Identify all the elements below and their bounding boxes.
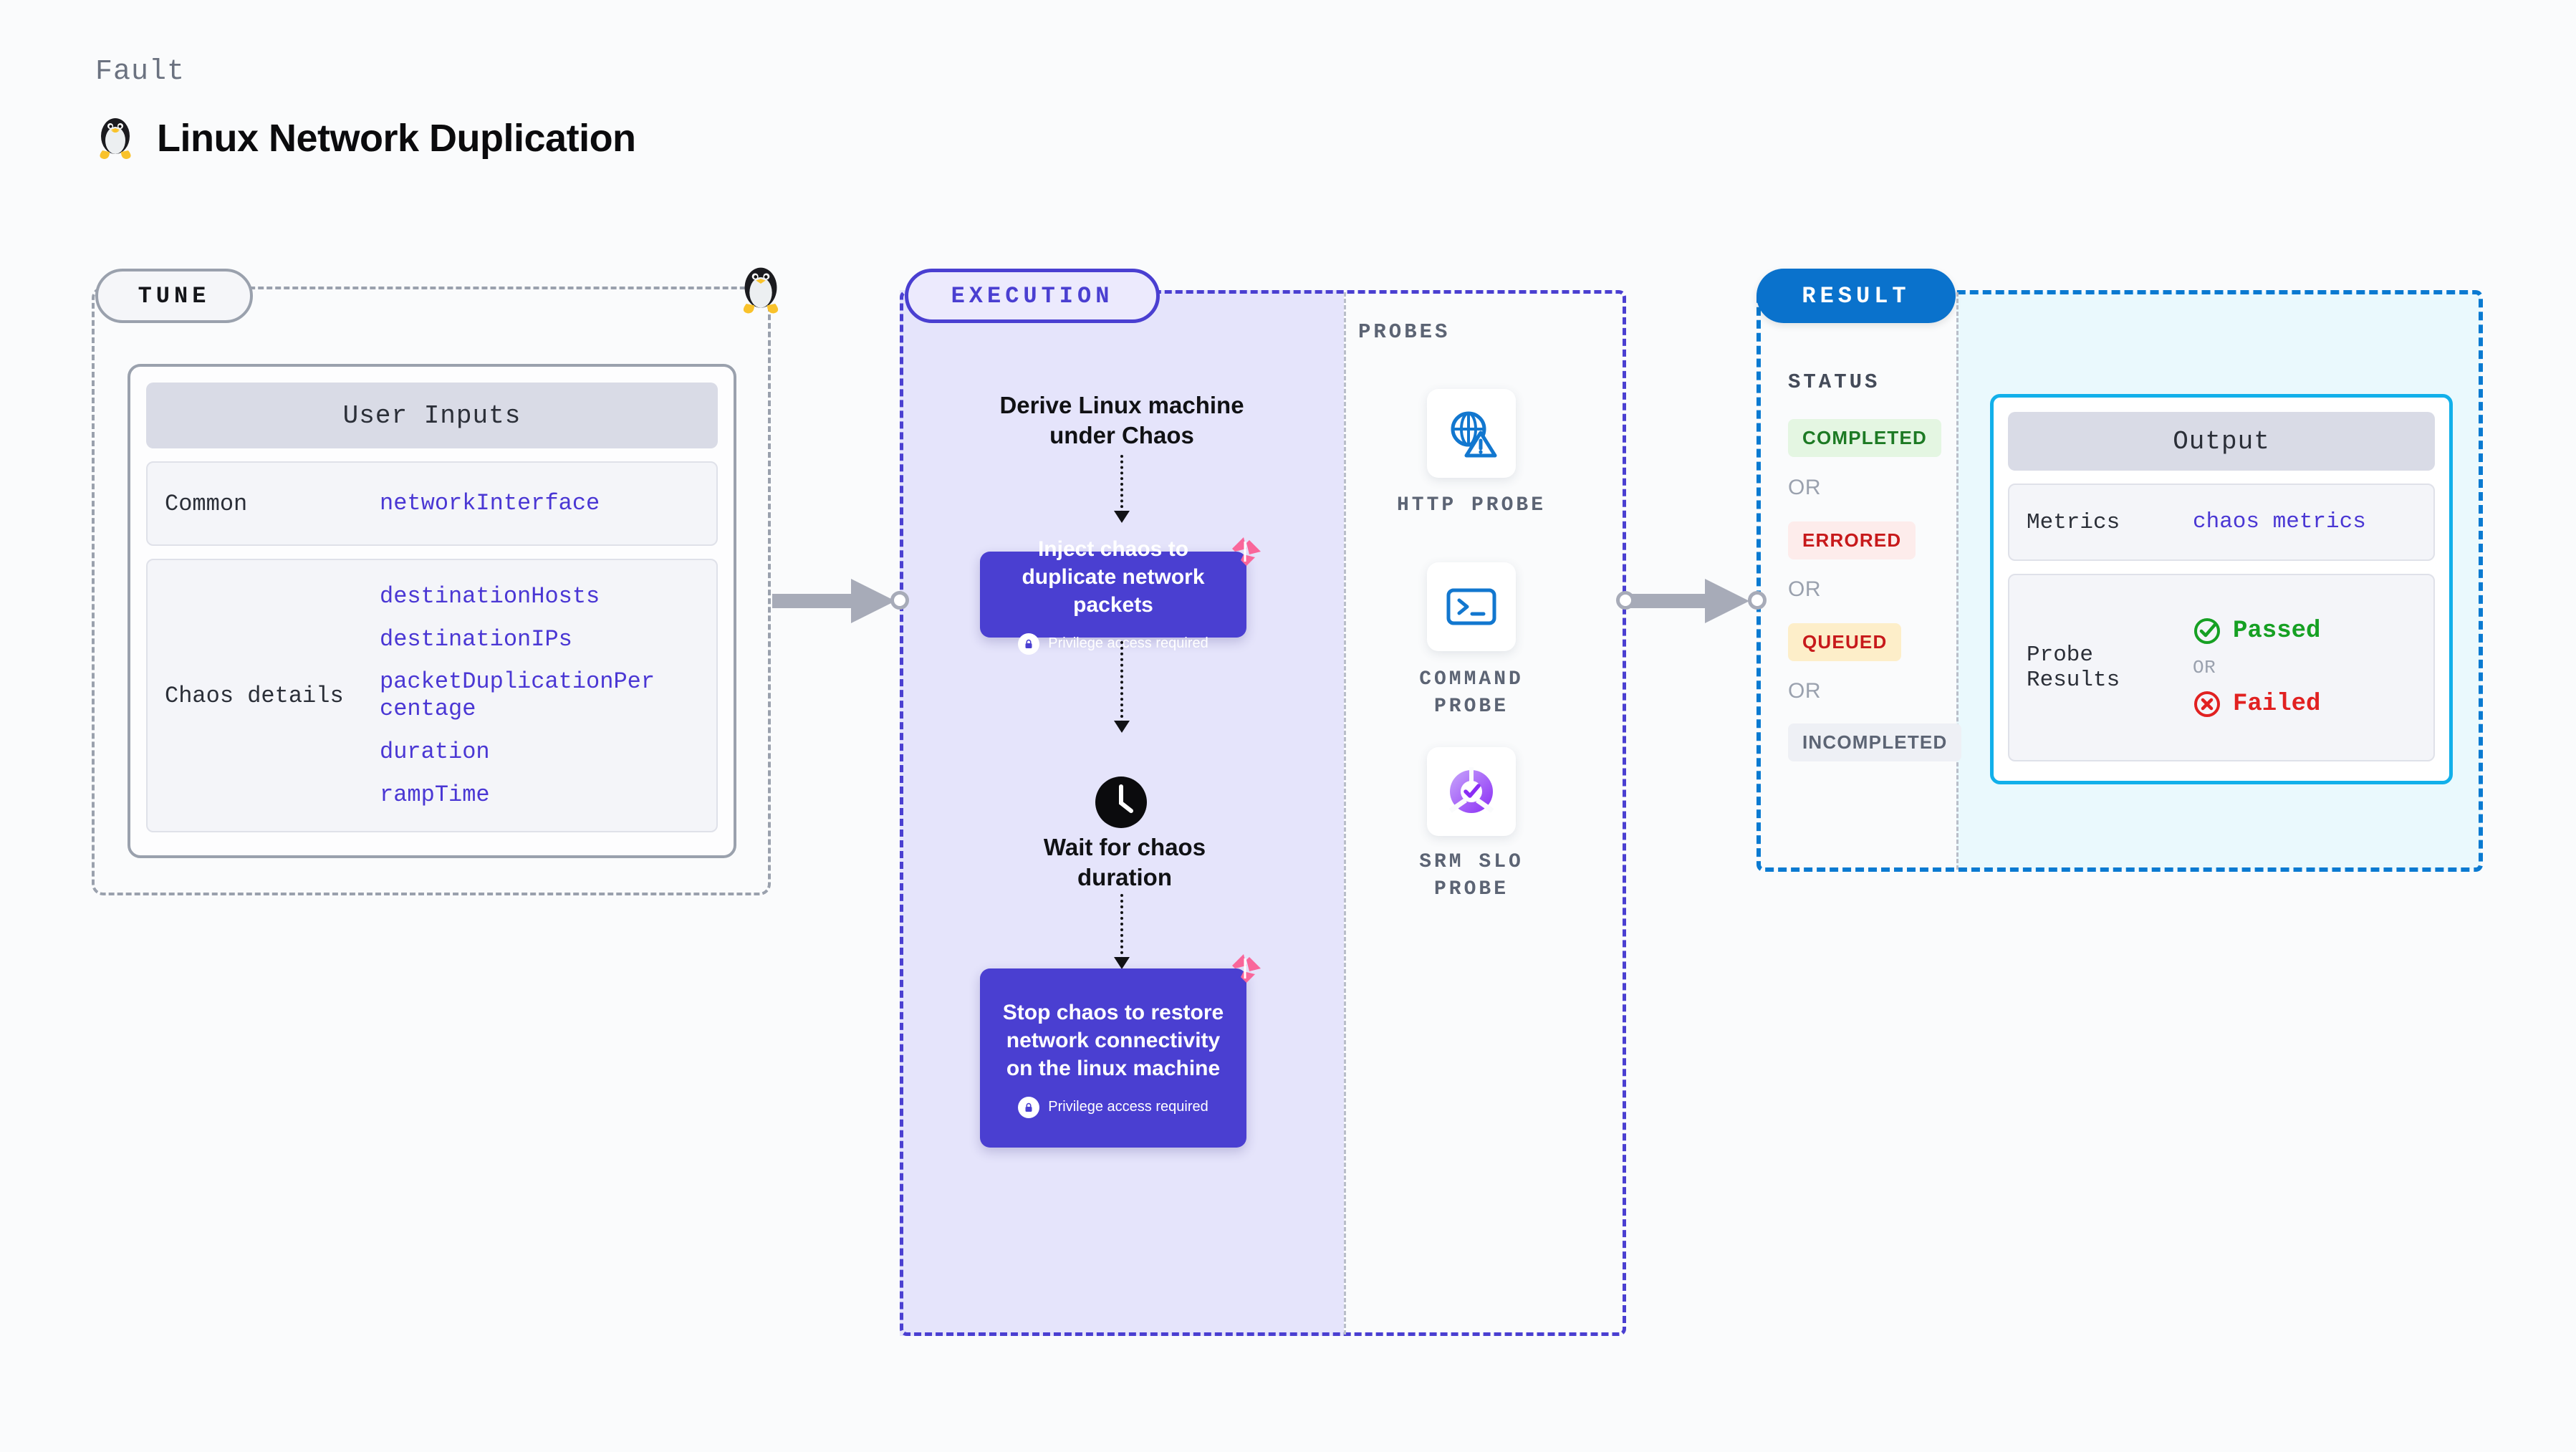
privilege-note: Privilege access required — [1018, 633, 1208, 655]
output-row-metrics: Metrics chaos metrics — [2008, 484, 2435, 561]
result-divider — [1956, 292, 1959, 870]
probe-result-passed: Passed — [2193, 617, 2320, 645]
result-region — [1756, 290, 2483, 872]
privilege-note: Privilege access required — [1018, 1096, 1208, 1118]
flow-connector-3 — [1120, 894, 1123, 960]
probe-label-srm-slo: SRM SLO PROBE — [1419, 851, 1524, 900]
param-networkInterface[interactable]: networkInterface — [380, 490, 600, 517]
clock-icon — [1094, 775, 1148, 830]
flow-connector-1 — [1120, 455, 1123, 514]
output-card: Output Metrics chaos metrics Probe Resul… — [1990, 394, 2453, 784]
tune-row-label: Common — [165, 490, 248, 517]
harness-logo-icon — [1228, 950, 1265, 987]
connector-node-result-in — [1748, 591, 1767, 610]
stop-chaos-label: Stop chaos to restore network connectivi… — [1002, 1000, 1224, 1080]
status-badge-queued: QUEUED — [1788, 623, 1902, 661]
tune-row-values: destinationHosts destinationIPs packetDu… — [380, 583, 666, 809]
inject-chaos-label: Inject chaos to duplicate network packet… — [1022, 537, 1205, 617]
status-label: STATUS — [1788, 370, 1880, 394]
probe-results-label: Probe Results — [2027, 643, 2120, 693]
page-title: Linux Network Duplication — [157, 117, 636, 160]
metrics-value[interactable]: chaos metrics — [2193, 509, 2366, 534]
or-separator: OR — [2193, 656, 2216, 678]
flow-arrowhead-2 — [1114, 721, 1130, 733]
privilege-note-text: Privilege access required — [1048, 635, 1208, 651]
tune-row-values: networkInterface — [380, 490, 600, 517]
probe-tile-http[interactable] — [1427, 389, 1516, 478]
lock-icon — [1018, 1096, 1040, 1118]
slo-donut-check-icon — [1444, 764, 1499, 819]
metrics-value-group: chaos metrics — [2193, 509, 2366, 536]
arrow-tune-to-execution — [772, 573, 901, 629]
tune-row-chaos-details: Chaos details destinationHosts destinati… — [146, 559, 718, 832]
linux-penguin-icon — [95, 115, 135, 162]
probe-label-http: HTTP PROBE — [1396, 494, 1547, 516]
probe-results-values: Passed OR Failed — [2193, 617, 2320, 719]
probe-tile-srm-slo[interactable] — [1427, 747, 1516, 836]
execution-badge: EXECUTION — [905, 269, 1160, 323]
privilege-note-text: Privilege access required — [1048, 1099, 1208, 1115]
param-destinationHosts[interactable]: destinationHosts — [380, 582, 600, 610]
tune-row-label: Chaos details — [165, 682, 344, 709]
passed-text: Passed — [2233, 617, 2321, 645]
or-separator: OR — [1788, 679, 1821, 703]
failed-text: Failed — [2233, 691, 2321, 718]
or-separator: OR — [1788, 476, 1821, 499]
probes-label: PROBES — [1358, 320, 1451, 344]
probe-tile-command[interactable] — [1427, 562, 1516, 651]
harness-logo-icon — [1228, 533, 1265, 570]
tune-row-common: Common networkInterface — [146, 461, 718, 546]
flow-connector-2 — [1120, 641, 1123, 723]
metrics-label: Metrics — [2027, 509, 2120, 535]
user-inputs-card: User Inputs Common networkInterface Chao… — [128, 364, 736, 858]
x-circle-icon — [2193, 690, 2221, 718]
terminal-icon — [1445, 585, 1498, 629]
status-badge-errored: ERRORED — [1788, 521, 1916, 559]
execution-inject-chaos-box[interactable]: Inject chaos to duplicate network packet… — [980, 537, 1261, 655]
tune-badge: TUNE — [95, 269, 253, 323]
status-badge-incompleted: INCOMPLETED — [1788, 723, 1962, 761]
page-title-row: Linux Network Duplication — [95, 115, 636, 162]
or-separator: OR — [1788, 577, 1821, 601]
connector-node-probes-out — [1616, 591, 1635, 610]
result-badge: RESULT — [1756, 269, 1956, 323]
execution-region — [900, 290, 1626, 1336]
output-title: Output — [2008, 412, 2435, 471]
status-badge-completed: COMPLETED — [1788, 419, 1942, 457]
param-rampTime[interactable]: rampTime — [380, 781, 490, 808]
user-inputs-title: User Inputs — [146, 383, 718, 448]
execution-stop-chaos-box[interactable]: Stop chaos to restore network connectivi… — [980, 954, 1261, 1148]
param-destinationIPs[interactable]: destinationIPs — [380, 625, 572, 653]
flow-arrowhead-3 — [1114, 957, 1130, 969]
output-row-probe-results: Probe Results Passed OR — [2008, 574, 2435, 761]
check-circle-icon — [2193, 617, 2221, 645]
execution-step-derive-title: Derive Linux machine under Chaos — [999, 392, 1244, 449]
flow-arrowhead-1 — [1114, 511, 1130, 523]
lock-icon — [1018, 633, 1040, 655]
page-eyebrow: Fault — [95, 56, 186, 88]
globe-warning-icon — [1443, 405, 1499, 461]
param-duration[interactable]: duration — [380, 738, 490, 765]
connector-node-execution-in — [890, 591, 909, 610]
arrow-execution-to-result — [1628, 573, 1756, 629]
probe-result-failed: Failed — [2193, 690, 2320, 718]
probes-divider — [1344, 292, 1346, 1335]
linux-penguin-connector-icon — [738, 264, 784, 317]
probe-label-command: COMMAND PROBE — [1419, 668, 1524, 718]
tune-region — [92, 287, 771, 895]
execution-step-wait-title: Wait for chaos duration — [1043, 834, 1206, 891]
param-packetDuplicationPercentage[interactable]: packetDuplicationPercentage — [380, 668, 655, 722]
